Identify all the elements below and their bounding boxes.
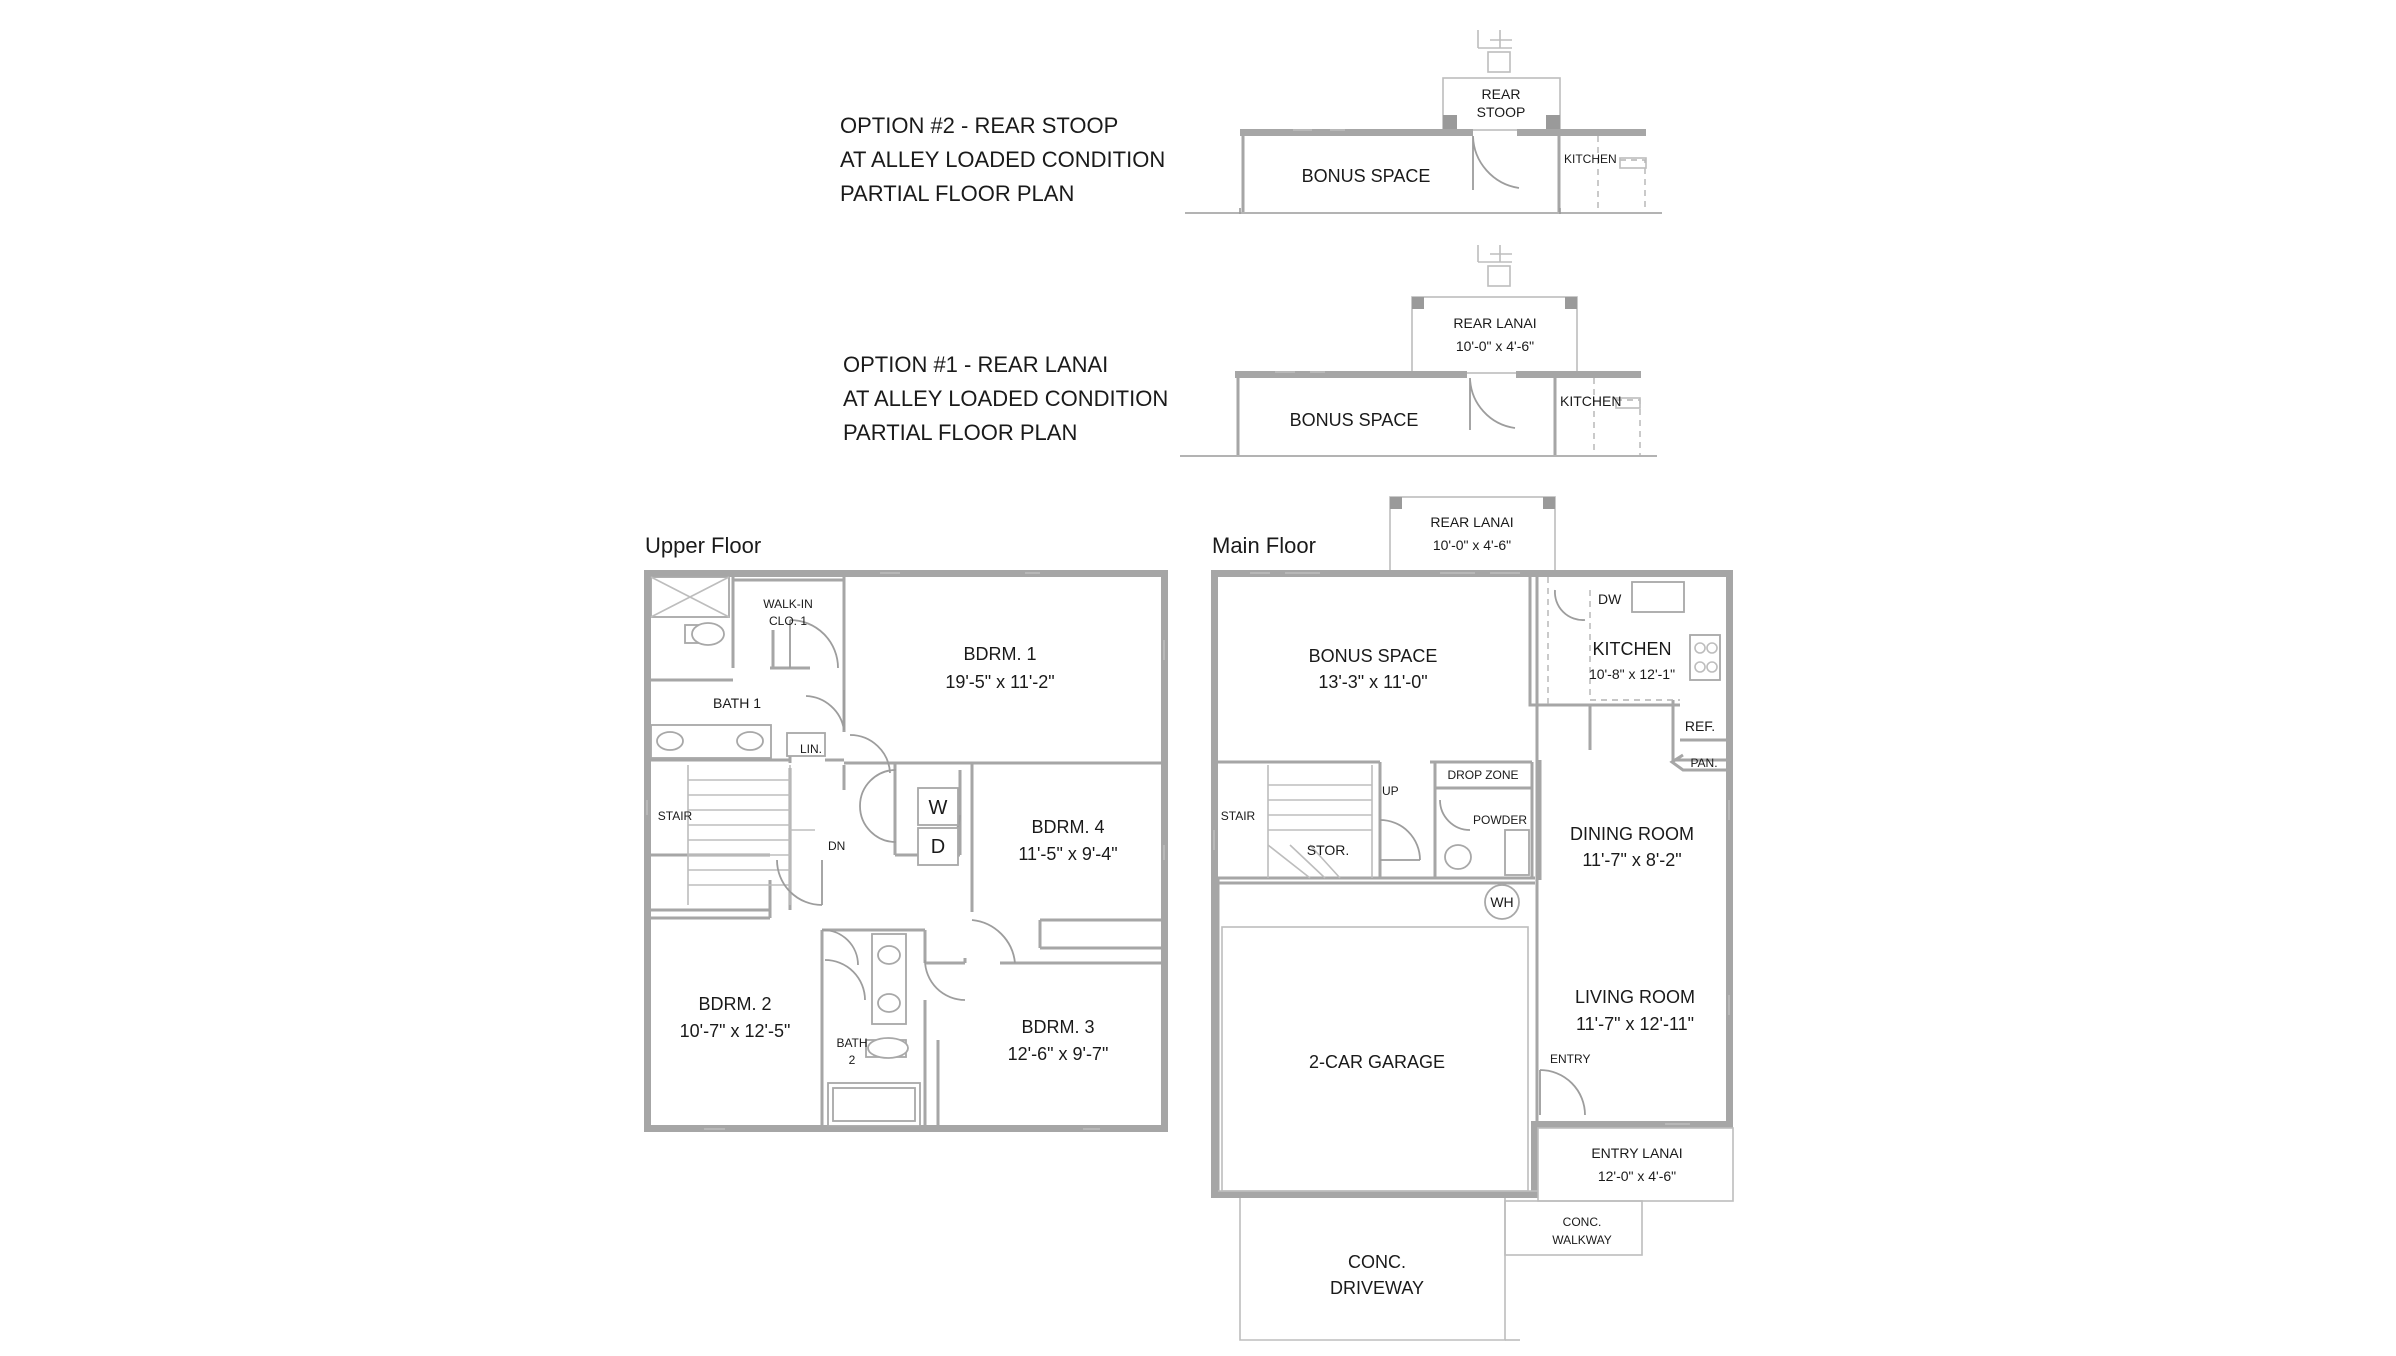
driveway-label-1: CONC.: [1348, 1252, 1406, 1272]
driveway-label-2: DRIVEWAY: [1330, 1278, 1424, 1298]
kitchen-fixtures: [1547, 577, 1721, 705]
dining-room-name: DINING ROOM: [1570, 824, 1694, 844]
dryer-label: D: [931, 836, 945, 858]
bonus-space-name: BONUS SPACE: [1309, 646, 1438, 666]
option-1-title-line-1: OPTION #1 - REAR LANAI: [843, 352, 1108, 377]
option-2-kitchen-label: KITCHEN: [1564, 152, 1617, 166]
bath-2-label-1: BATH: [836, 1036, 867, 1050]
main-floor-plan: Main Floor: [1211, 496, 1734, 1341]
refrigerator-label: REF.: [1685, 718, 1715, 734]
upper-stair-treads: [687, 765, 815, 905]
option-1-lanai-label: REAR LANAI: [1453, 315, 1536, 331]
option-1-title-line-3: PARTIAL FLOOR PLAN: [843, 420, 1077, 445]
drop-zone-label: DROP ZONE: [1447, 768, 1518, 782]
main-rear-lanai-dim: 10'-0" x 4'-6": [1433, 537, 1511, 553]
down-label: DN: [828, 839, 845, 853]
main-stair-treads: [1267, 765, 1373, 879]
bath-1-label: BATH 1: [713, 695, 761, 711]
option-2-stoop-label-1: REAR: [1482, 86, 1521, 102]
walkway-label-1: CONC.: [1563, 1215, 1602, 1229]
bdrm-2-dim: 10'-7" x 12'-5": [680, 1021, 791, 1041]
option-2-title-line-1: OPTION #2 - REAR STOOP: [840, 113, 1118, 138]
option-1-kitchen-label: KITCHEN: [1560, 393, 1621, 409]
walk-in-closet-label-2: CLO. 1: [769, 614, 807, 628]
walk-in-closet-label-1: WALK-IN: [763, 597, 813, 611]
living-room-name: LIVING ROOM: [1575, 987, 1695, 1007]
bdrm-1-dim: 19'-5" x 11'-2": [945, 672, 1054, 692]
washer-label: W: [929, 797, 948, 819]
bdrm-4-dim: 11'-5" x 9'-4": [1018, 844, 1117, 864]
storage-label: STOR.: [1307, 842, 1350, 858]
linen-label: LIN.: [800, 742, 822, 756]
option-2-title-line-3: PARTIAL FLOOR PLAN: [840, 181, 1074, 206]
option-1-lanai-dim: 10'-0" x 4'-6": [1456, 338, 1534, 354]
entry-label: ENTRY: [1550, 1052, 1590, 1066]
garage-label: 2-CAR GARAGE: [1309, 1052, 1445, 1072]
bdrm-3-dim: 12'-6" x 9'-7": [1008, 1044, 1109, 1064]
bdrm-3-name: BDRM. 3: [1021, 1017, 1094, 1037]
upper-stair-label: STAIR: [658, 809, 693, 823]
option-1-partial-plan: [1180, 245, 1657, 457]
option-2-rear-stoop: OPTION #2 - REAR STOOP AT ALLEY LOADED C…: [840, 30, 1662, 214]
option-2-bonus-label: BONUS SPACE: [1302, 166, 1431, 186]
main-rear-lanai-name: REAR LANAI: [1430, 514, 1513, 530]
entry-lanai-dim: 12'-0" x 4'-6": [1598, 1168, 1676, 1184]
main-floor-title: Main Floor: [1212, 533, 1316, 558]
kitchen-dim: 10'-8" x 12'-1": [1589, 666, 1675, 682]
water-heater-label: WH: [1490, 894, 1513, 910]
bdrm-4-name: BDRM. 4: [1031, 817, 1104, 837]
upper-floor-plan: Upper Floor: [644, 533, 1168, 1132]
option-1-title-line-2: AT ALLEY LOADED CONDITION: [843, 386, 1168, 411]
powder-label: POWDER: [1473, 813, 1527, 827]
walkway-label-2: WALKWAY: [1552, 1233, 1612, 1247]
bath-2-label-2: 2: [849, 1053, 856, 1067]
option-1-bonus-label: BONUS SPACE: [1290, 410, 1419, 430]
option-1-rear-lanai: OPTION #1 - REAR LANAI AT ALLEY LOADED C…: [843, 245, 1657, 457]
option-2-partial-plan: [1185, 30, 1662, 214]
main-stair-label: STAIR: [1221, 809, 1256, 823]
laundry-closet: [917, 787, 959, 866]
dining-room-dim: 11'-7" x 8'-2": [1582, 850, 1681, 870]
bdrm-1-name: BDRM. 1: [963, 644, 1036, 664]
main-doors: [1379, 799, 1586, 1116]
pantry-label: PAN.: [1690, 756, 1717, 770]
bath-2-fixtures: [827, 933, 921, 1127]
upper-floor-title: Upper Floor: [645, 533, 761, 558]
bonus-space-dim: 13'-3" x 11'-0": [1318, 672, 1427, 692]
kitchen-name: KITCHEN: [1592, 639, 1671, 659]
up-label: UP: [1382, 784, 1399, 798]
bdrm-2-name: BDRM. 2: [698, 994, 771, 1014]
dishwasher-label: DW: [1598, 591, 1622, 607]
option-2-stoop-label-2: STOOP: [1477, 104, 1526, 120]
entry-lanai-name: ENTRY LANAI: [1591, 1145, 1682, 1161]
living-room-dim: 11'-7" x 12'-11": [1576, 1014, 1694, 1034]
option-2-title-line-2: AT ALLEY LOADED CONDITION: [840, 147, 1165, 172]
bath-1-fixtures: [650, 576, 826, 759]
